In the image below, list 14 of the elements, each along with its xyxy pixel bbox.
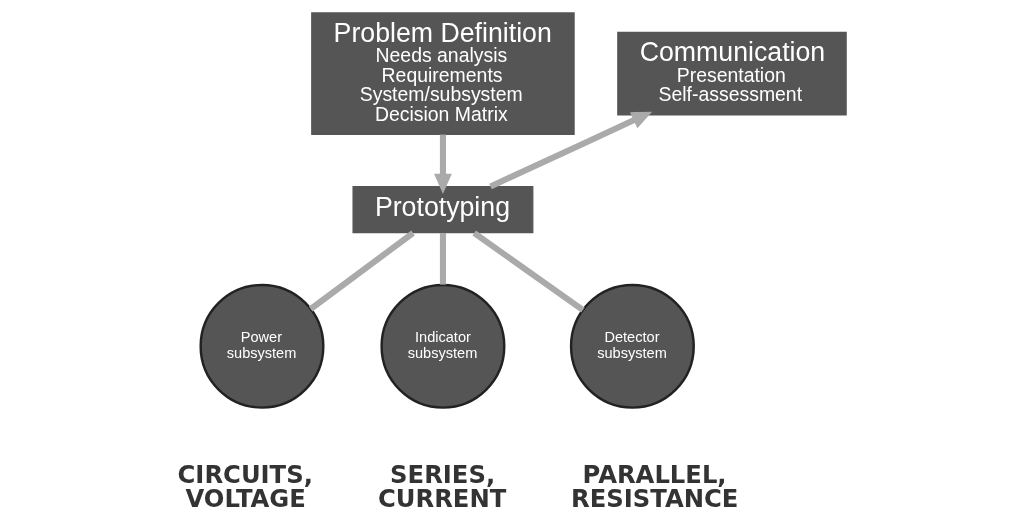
connector [308, 230, 415, 312]
node-box: Communication Presentation Self-assessment [616, 31, 847, 116]
node-circle: Indicator subsystem [379, 283, 505, 409]
arrow [433, 134, 452, 195]
node-label: CIRCUITS, VOLTAGE [177, 459, 313, 514]
node-circle: Power subsystem [198, 283, 325, 409]
node-label: SERIES, CURRENT [377, 459, 506, 514]
connector [439, 233, 446, 285]
arrow [488, 111, 652, 190]
node-circle: Detector subsystem [569, 283, 695, 409]
node-box: Problem Definition Needs analysis Requirements System/subsystem Decision Matrix [310, 12, 575, 135]
node-box: Prototyping [351, 185, 533, 234]
node-label: PARALLEL, RESISTANCE [570, 459, 738, 514]
connector [471, 230, 585, 313]
